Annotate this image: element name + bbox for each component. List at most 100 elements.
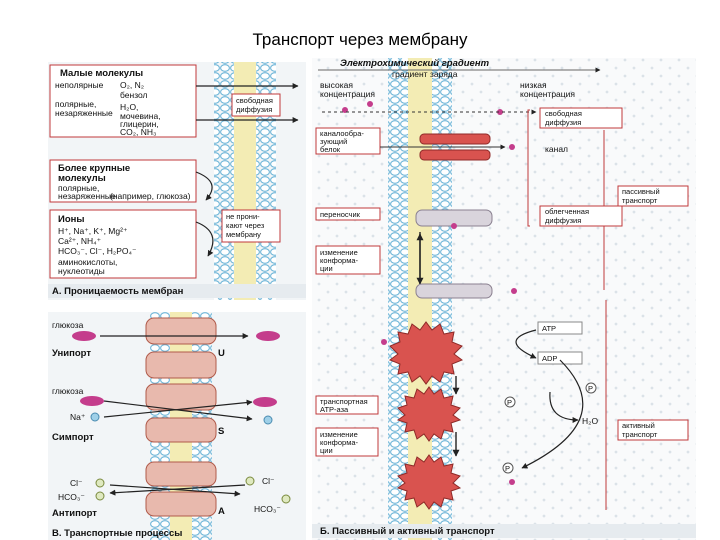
- not-penetrate-box: [221, 209, 281, 243]
- passive-bracket-inner: [527, 109, 530, 227]
- atpase-protein-3: [396, 454, 462, 510]
- symport-protein-bottom: [145, 417, 217, 443]
- carrier-box: [315, 207, 381, 221]
- molecule-active-out: [509, 479, 515, 485]
- glucose-label: глюкоза: [52, 320, 84, 330]
- glucose2-label: глюкоза: [52, 386, 84, 396]
- conformation-2: конформа-: [320, 256, 359, 265]
- phosphate-2: [504, 396, 516, 408]
- larger-molecules-label-1: Более крупные: [58, 163, 130, 174]
- chloride-ion-right: [245, 476, 255, 486]
- uniport-protein-bottom: [145, 351, 217, 379]
- facilitated-1: облегченная: [545, 207, 589, 216]
- active-transport-2: транспорт: [622, 430, 658, 439]
- carrier-label: переносчик: [320, 210, 361, 219]
- chloride-left-label: Cl⁻: [70, 478, 83, 488]
- high-conc-1: высокая: [320, 80, 353, 90]
- nucleotides-label: нуклеотиды: [58, 266, 105, 276]
- glucose-molecule-left: [72, 331, 96, 341]
- gradient-title: Электрохимический градиент: [340, 58, 490, 69]
- atpase-label-1: транспортная: [320, 397, 368, 406]
- free-diffusion-box-c: [539, 107, 623, 129]
- water-label-c: H₂O: [582, 416, 598, 426]
- channel-protein-box: [315, 127, 381, 155]
- molecule-free-2: [367, 101, 373, 107]
- carrier-protein-changed: [415, 283, 493, 299]
- atpase-protein-2: [396, 386, 462, 442]
- panel-a-caption: А. Проницаемость мембран: [52, 286, 184, 297]
- ions-box: [49, 209, 197, 279]
- panel-c-caption: Б. Пассивный и активный транспорт: [320, 526, 495, 537]
- glycerol-label: глицерин,: [120, 119, 159, 129]
- bicarbonate-ion-left: [95, 491, 105, 501]
- chloride-ion-left: [95, 478, 105, 488]
- atp-hydrolysis-arrow: [515, 329, 537, 359]
- conformation2-2: конформа-: [320, 438, 359, 447]
- water-arrow: [549, 391, 579, 423]
- channel-label: канал: [545, 144, 568, 154]
- sodium-label: Na⁺: [70, 412, 86, 422]
- molecule-carrier: [451, 223, 457, 229]
- antiport-arrow-1: [109, 484, 246, 496]
- uniport-protein-top: [145, 317, 217, 345]
- not-penetrate-1: не прони-: [226, 212, 260, 221]
- larger-molecule-arrow: [195, 171, 213, 201]
- bicarbonate-right-label: HCO₃⁻: [254, 504, 281, 514]
- symport-letter: S: [218, 426, 224, 437]
- active-transport-1: активный: [622, 421, 655, 430]
- channel-protein-bottom: [419, 149, 491, 161]
- antiport-arrow-2: [109, 484, 241, 497]
- conformation2-3: ции: [320, 446, 333, 455]
- ions-arrow: [195, 221, 214, 257]
- conformation2-box: [315, 427, 379, 457]
- co2-nh3-label: CO₂, NH₃: [120, 127, 157, 137]
- antiport-protein-top: [145, 461, 217, 487]
- larger-molecules-box: [49, 159, 197, 203]
- panel-a: Малые молекулы неполярные O₂, N₂ бензол …: [48, 62, 306, 300]
- ions-list-2: Ca²⁺, NH₄⁺: [58, 236, 102, 246]
- atp-box: [537, 321, 583, 335]
- conformation-1: изменение: [320, 248, 358, 257]
- molecule-channel: [509, 144, 515, 150]
- not-penetrate-3: мембрану: [226, 230, 261, 239]
- nonpolar-label: неполярные: [55, 80, 104, 90]
- nonpolar-examples: O₂, N₂: [120, 80, 144, 90]
- phosphate-label-1: P: [588, 384, 593, 393]
- low-conc-2: концентрация: [520, 89, 575, 99]
- free-diffusion-label-2: диффузия: [236, 105, 272, 114]
- membrane-outer-layer-c: [388, 58, 408, 540]
- low-conc-1: низкая: [520, 80, 547, 90]
- phosphate-3: [502, 462, 514, 474]
- panel-b-caption: В. Транспортные процессы: [52, 528, 182, 539]
- atpase-protein-1: [388, 321, 464, 385]
- free-diffusion-c-2: диффузия: [545, 118, 581, 127]
- small-molecules-box: [49, 64, 197, 138]
- free-diffusion-c-1: свободная: [545, 109, 582, 118]
- atpase-label-2: ATP-аза: [320, 405, 349, 414]
- larger-desc-2: незаряженные: [58, 191, 116, 201]
- panel-c: Электрохимический градиент градиент заря…: [312, 58, 696, 540]
- molecule-free-3: [497, 109, 503, 115]
- channel-protein-2: зующий: [320, 137, 347, 146]
- urea-label: мочевина,: [120, 111, 161, 121]
- membrane-outer-layer: [214, 62, 234, 300]
- larger-desc-1: полярные,: [58, 183, 99, 193]
- uniport-letter: U: [218, 348, 225, 359]
- atpase-box: [315, 395, 379, 415]
- larger-desc-3: (например, глюкоза): [110, 191, 191, 201]
- uniport-label: Унипорт: [52, 348, 91, 359]
- phosphate-label-3: P: [505, 464, 510, 473]
- adp-label: ADP: [542, 354, 557, 363]
- free-diffusion-box: [231, 93, 281, 117]
- ions-label: Ионы: [58, 214, 84, 225]
- channel-protein-1: каналообра-: [320, 129, 364, 138]
- antiport-label: Антипорт: [52, 508, 97, 519]
- phosphate-label-2: P: [507, 398, 512, 407]
- benzene-label: бензол: [120, 90, 148, 100]
- passive-transport-2: транспорт: [622, 196, 658, 205]
- adp-box: [537, 351, 583, 365]
- ions-list-3: HCO₃⁻, Cl⁻, H₂PO₄⁻: [58, 246, 137, 256]
- molecule-active-in: [381, 339, 387, 345]
- charge-gradient-label: градиент заряда: [392, 69, 458, 79]
